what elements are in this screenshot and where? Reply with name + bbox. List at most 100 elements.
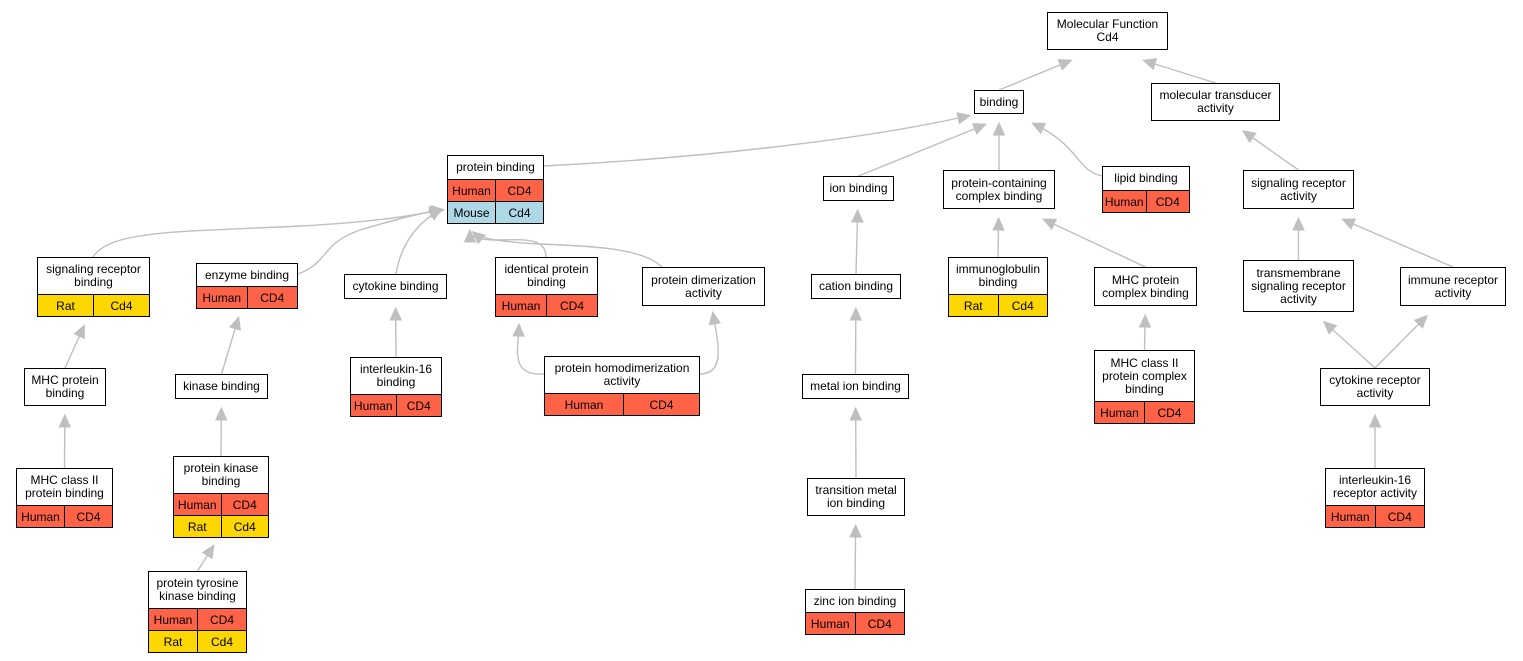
term-label: interleukin-16 receptor activity [1332, 473, 1418, 500]
go-term-mf[interactable]: Molecular Function Cd4 [1047, 12, 1168, 50]
term-label: MHC protein complex binding [1102, 272, 1189, 300]
go-term-moltrans[interactable]: molecular transducer activity [1151, 83, 1280, 121]
term-label: binding [979, 94, 1019, 109]
gene-cell: CD4 [64, 506, 112, 527]
gene-cell: Cd4 [93, 295, 149, 316]
species-cell: Human [177, 497, 217, 512]
edge-srb-to-protbind [92, 209, 441, 258]
arrowhead [1042, 218, 1058, 231]
species-cell: Rat [163, 634, 183, 649]
edge-binding-to-mf [998, 60, 1070, 91]
term-label: identical protein binding [504, 262, 589, 289]
arrowhead [471, 230, 487, 245]
go-term-cytrec[interactable]: cytokine receptor activity [1320, 368, 1430, 406]
gene-cell: Cd4 [997, 295, 1048, 316]
arrowhead [851, 208, 864, 223]
go-term-kinase[interactable]: kinase binding [175, 374, 268, 399]
species-cell: Rat [963, 298, 983, 313]
term-label: metal ion binding [810, 379, 901, 393]
gene-cell: CD4 [495, 180, 543, 201]
edge-moltrans-to-mf [1145, 60, 1216, 84]
term-label: interleukin-16 binding [359, 362, 433, 389]
edge-dimer-to-protbind [473, 232, 663, 268]
go-term-sigrecact[interactable]: signaling receptor activity [1243, 170, 1354, 209]
go-term-immrec[interactable]: immune receptor activity [1400, 267, 1506, 306]
go-term-pccb[interactable]: protein-containing complex binding [943, 170, 1055, 209]
term-label: protein-containing complex binding [951, 175, 1047, 203]
term-label: signaling receptor activity [1251, 175, 1346, 203]
gene-cell: Cd4 [495, 202, 543, 223]
term-label: immunoglobulin binding [955, 262, 1041, 289]
arrowhead [1031, 122, 1047, 135]
go-term-mhcprot[interactable]: MHC protein binding [24, 368, 106, 406]
go-term-binding[interactable]: binding [974, 90, 1024, 114]
term-label: enzyme binding [204, 267, 290, 282]
gene-cell: Cd4 [220, 516, 269, 537]
arrowhead [201, 544, 215, 560]
arrowhead [463, 228, 477, 243]
arrowhead [1138, 313, 1152, 328]
species-cell: Human [564, 397, 604, 412]
gene-cell: CD4 [854, 613, 905, 634]
arrowhead [849, 306, 863, 321]
go-term-transmem[interactable]: transmembrane signaling receptor activit… [1243, 260, 1354, 312]
go-term-cation[interactable]: cation binding [811, 274, 901, 299]
species-cell: Human [353, 398, 393, 413]
term-label: cytokine receptor activity [1329, 373, 1421, 400]
go-term-metal[interactable]: metal ion binding [802, 374, 909, 399]
term-label: zinc ion binding [813, 593, 897, 608]
arrowhead [1241, 130, 1257, 144]
arrowhead [512, 322, 525, 337]
term-label: protein kinase binding [183, 461, 259, 488]
go-term-mhccomplex[interactable]: MHC protein complex binding [1094, 267, 1197, 306]
arrowhead [389, 306, 403, 321]
arrowhead [1292, 216, 1305, 231]
arrowhead [1341, 218, 1357, 230]
species-cell: Human [452, 183, 491, 198]
gene-cell: CD4 [1145, 191, 1190, 212]
arrowhead [58, 413, 72, 428]
term-label: lipid binding [1114, 171, 1178, 185]
term-label: MHC class II protein complex binding [1102, 355, 1187, 396]
gene-cell: CD4 [1374, 506, 1425, 527]
term-label: kinase binding [183, 379, 260, 393]
arrowhead [214, 406, 228, 421]
edge-cytrec-to-transmem [1324, 322, 1376, 369]
term-label: protein dimerization activity [651, 272, 756, 300]
arrowhead [1142, 58, 1158, 71]
go-term-transmetal[interactable]: transition metal ion binding [807, 478, 905, 516]
edge-lipid-to-binding [1033, 123, 1103, 177]
species-cell: Rat [187, 519, 207, 534]
gene-cell: CD4 [395, 395, 442, 416]
annotation-row: Human CD4 [448, 179, 543, 201]
arrowhead [849, 523, 862, 538]
go-term-ionbind[interactable]: ion binding [823, 176, 894, 201]
annotation-row: Rat Cd4 [174, 515, 268, 537]
annotation-row: Mouse Cd4 [448, 201, 543, 223]
arrowhead [73, 324, 85, 340]
go-term-dimer[interactable]: protein dimerization activity [642, 267, 765, 306]
species-cell: Mouse [453, 205, 490, 220]
annotation-row: Rat Cd4 [949, 294, 1047, 316]
go-term-cytokine[interactable]: cytokine binding [344, 274, 447, 299]
gene-cell: CD4 [546, 295, 597, 316]
